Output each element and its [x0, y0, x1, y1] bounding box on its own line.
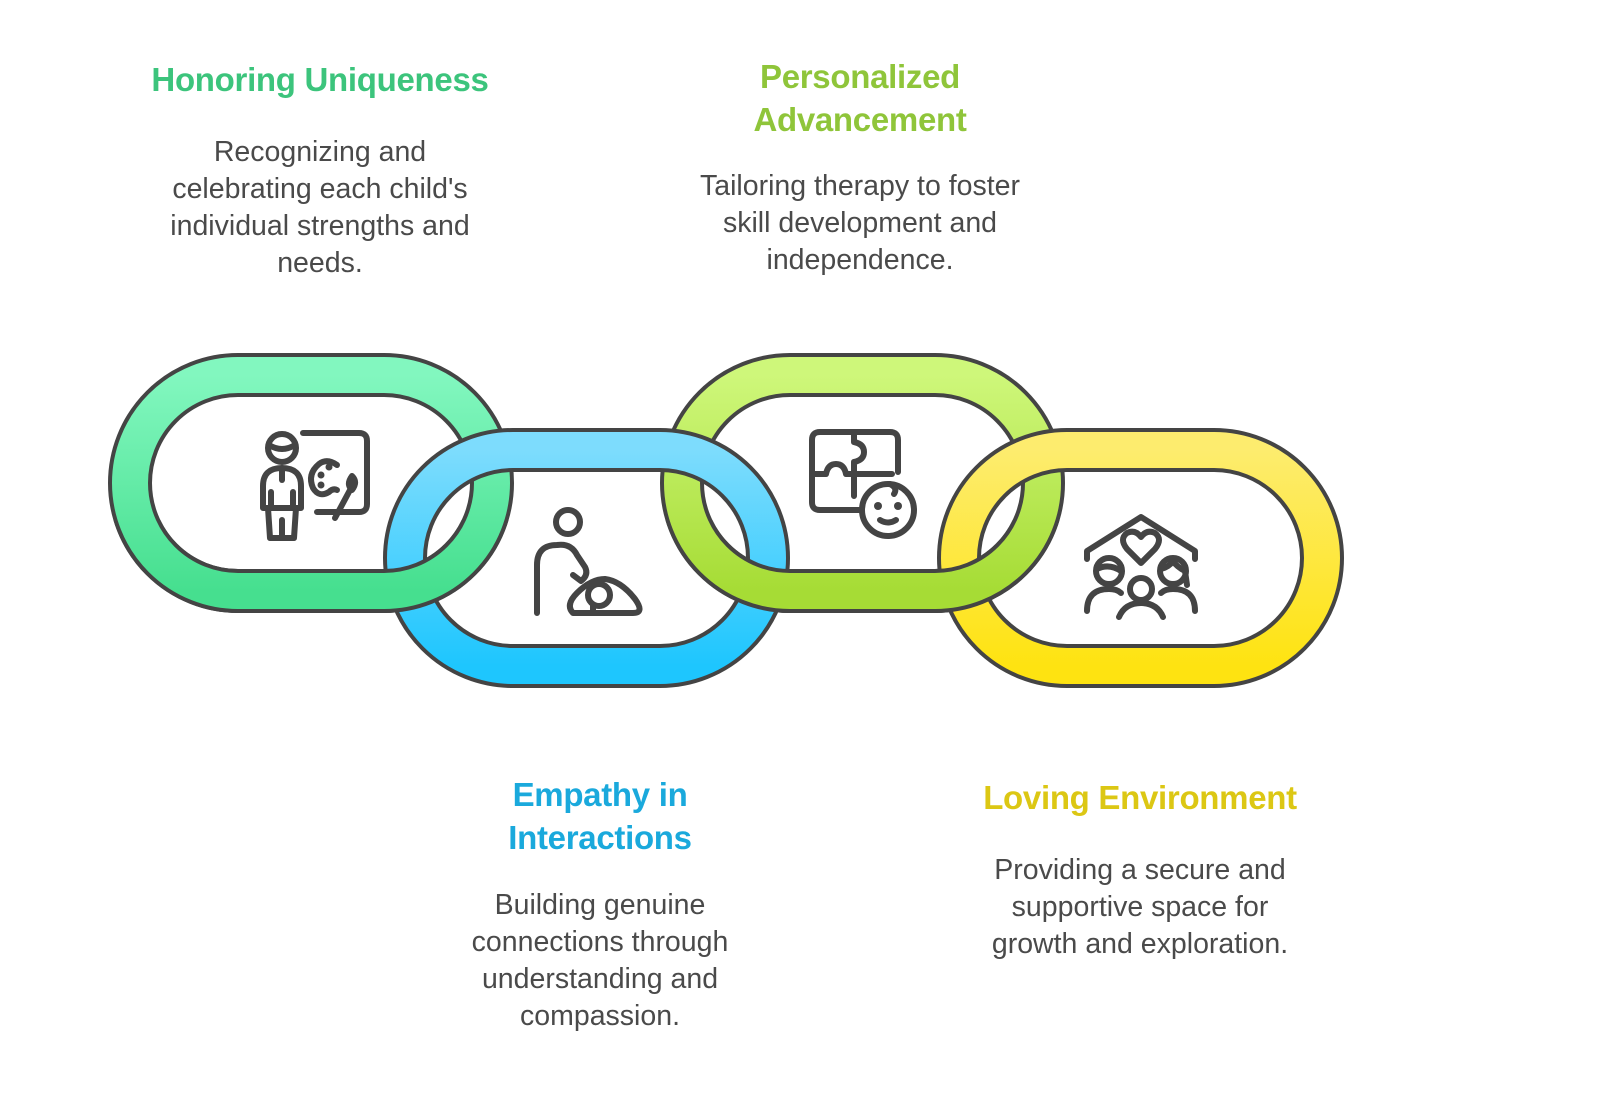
puzzle-child-face-icon	[809, 429, 922, 542]
link-title: Honoring Uniqueness	[151, 61, 489, 98]
link-1-text: Honoring Uniqueness Recognizing and cele…	[120, 58, 520, 282]
desc-line: independence.	[766, 244, 954, 276]
link-description: Recognizing and celebrating each child's…	[120, 134, 520, 282]
desc-line: individual strengths and	[170, 210, 470, 242]
teacher-art-palette-icon	[255, 428, 370, 543]
desc-line: supportive space for	[1011, 891, 1269, 923]
family-home-heart-icon	[1083, 513, 1201, 620]
desc-line: skill development and	[722, 207, 998, 239]
link-band	[387, 432, 786, 684]
chain-link-personalized-advancement-over	[665, 520, 1060, 613]
desc-line: Tailoring therapy to foster	[700, 170, 1020, 202]
link-3-text: Personalized Advancement Tailoring thera…	[660, 55, 1060, 279]
link-title: Loving Environment	[983, 779, 1297, 816]
link-4-text: Loving Environment Providing a secure an…	[940, 776, 1340, 963]
title-line: Empathy in	[512, 776, 688, 813]
link-band	[669, 520, 1056, 609]
chain-link-loving-environment	[937, 428, 1344, 688]
desc-line: growth and exploration.	[991, 928, 1289, 960]
title-line: Personalized	[760, 58, 960, 95]
chain-link-honoring-uniqueness-over	[113, 520, 509, 613]
desc-line: needs.	[277, 247, 363, 279]
desc-line: celebrating each child's	[172, 173, 468, 205]
link-description: Providing a secure and supportive space …	[940, 852, 1340, 963]
desc-line: compassion.	[520, 1000, 680, 1032]
desc-line: Providing a secure and	[994, 854, 1286, 886]
chain-link-empathy-in-interactions	[383, 428, 790, 688]
link-band	[117, 520, 505, 609]
link-description: Building genuine connections through und…	[400, 887, 800, 1035]
desc-line: Recognizing and	[213, 136, 427, 168]
desc-line: understanding and	[481, 963, 719, 995]
link-description: Tailoring therapy to foster skill develo…	[660, 168, 1060, 279]
caregiver-comforting-child-icon	[533, 505, 645, 617]
title-line: Interactions	[508, 819, 692, 856]
link-title: Personalized Advancement	[660, 55, 1060, 141]
title-line: Advancement	[753, 101, 967, 138]
desc-line: connections through	[471, 926, 729, 958]
link-band	[941, 432, 1340, 684]
desc-line: Building genuine	[494, 889, 706, 921]
link-title: Empathy in Interactions	[400, 773, 800, 859]
link-2-text: Empathy in Interactions Building genuine…	[400, 773, 800, 1035]
